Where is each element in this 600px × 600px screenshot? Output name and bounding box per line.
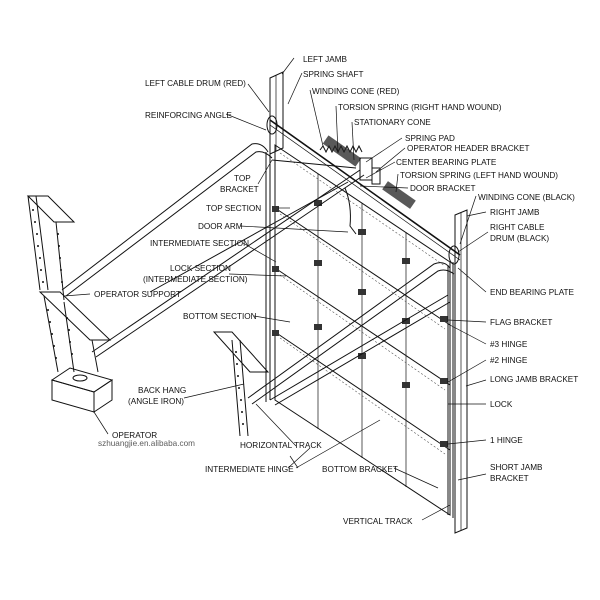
label-lock-section-line2: (INTERMEDIATE SECTION) <box>143 275 248 284</box>
door-panel <box>274 144 451 516</box>
label-center-bearing-plate: CENTER BEARING PLATE <box>396 158 497 167</box>
horizontal-track-right <box>247 262 455 405</box>
door-assembly-drawing <box>26 71 468 534</box>
vertical-track-left <box>265 150 271 402</box>
torsion-spring-right-hand <box>319 135 363 167</box>
label-intermediate-hinge: INTERMEDIATE HINGE <box>205 465 294 474</box>
watermark: szhuangjie.en.alibaba.com <box>98 439 195 448</box>
leader-lines <box>63 57 489 521</box>
label-operator: OPERATOR <box>112 431 157 440</box>
label-reinforcing-angle: REINFORCING ANGLE <box>145 111 232 120</box>
label-right-jamb: RIGHT JAMB <box>490 208 540 217</box>
label-operator-support: OPERATOR SUPPORT <box>94 290 181 299</box>
operator-unit <box>50 367 114 413</box>
label-top-bracket-line1: TOP <box>234 174 251 183</box>
operator-support <box>38 291 112 373</box>
right-jamb <box>454 209 468 534</box>
horizontal-track-left <box>61 143 273 297</box>
right-cable-drum <box>448 245 460 265</box>
label-left-jamb: LEFT JAMB <box>303 55 348 64</box>
label-hinge-2: #2 HINGE <box>490 356 528 365</box>
label-lock: LOCK <box>490 400 513 409</box>
bottom-strut <box>269 294 451 406</box>
label-right-cable-drum-line2: DRUM (BLACK) <box>490 234 549 243</box>
label-hinge-1: 1 HINGE <box>490 436 523 445</box>
label-flag-bracket: FLAG BRACKET <box>490 318 552 327</box>
label-back-hang-line1: BACK HANG <box>138 386 186 395</box>
label-spring-pad: SPRING PAD <box>405 134 455 143</box>
label-vertical-track: VERTICAL TRACK <box>343 517 413 526</box>
label-end-bearing-plate: END BEARING PLATE <box>490 288 575 297</box>
label-top-section: TOP SECTION <box>206 204 261 213</box>
label-torsion-spring-right: TORSION SPRING (RIGHT HAND WOUND) <box>338 103 502 112</box>
label-top-bracket-line2: BRACKET <box>220 185 259 194</box>
label-spring-shaft: SPRING SHAFT <box>303 70 364 79</box>
label-short-jamb-bracket-line1: SHORT JAMB <box>490 463 543 472</box>
label-door-arm: DOOR ARM <box>198 222 243 231</box>
torsion-spring-left-hand <box>382 181 416 209</box>
label-winding-cone-black: WINDING CONE (BLACK) <box>478 193 575 202</box>
label-horizontal-track: HORIZONTAL TRACK <box>240 441 322 450</box>
label-left-cable-drum: LEFT CABLE DRUM (RED) <box>145 79 246 88</box>
callout-labels: LEFT JAMB SPRING SHAFT LEFT CABLE DRUM (… <box>94 55 578 526</box>
label-stationary-cone: STATIONARY CONE <box>354 118 431 127</box>
label-long-jamb-bracket: LONG JAMB BRACKET <box>490 375 578 384</box>
hinges <box>272 200 448 447</box>
label-hinge-3: #3 HINGE <box>490 340 528 349</box>
label-bottom-bracket: BOTTOM BRACKET <box>322 465 398 474</box>
label-right-cable-drum-line1: RIGHT CABLE <box>490 223 545 232</box>
back-hang-left <box>26 195 76 301</box>
back-hang-right <box>212 331 270 437</box>
door-arm <box>344 187 357 235</box>
label-operator-header-bracket: OPERATOR HEADER BRACKET <box>407 144 530 153</box>
left-cable-drum <box>266 115 278 135</box>
label-bottom-section: BOTTOM SECTION <box>183 312 257 321</box>
label-intermediate-section: INTERMEDIATE SECTION <box>150 239 249 248</box>
spring-shaft <box>269 119 461 261</box>
label-torsion-spring-left: TORSION SPRING (LEFT HAND WOUND) <box>400 171 558 180</box>
label-lock-section-line1: LOCK SECTION <box>170 264 231 273</box>
label-door-bracket: DOOR BRACKET <box>410 184 476 193</box>
left-jamb <box>269 71 284 155</box>
center-bearing-plate <box>359 157 381 185</box>
vertical-track <box>447 262 454 518</box>
label-winding-cone-red: WINDING CONE (RED) <box>312 87 400 96</box>
reinforcing-strut <box>149 159 357 293</box>
label-short-jamb-bracket-line2: BRACKET <box>490 474 529 483</box>
label-back-hang-line2: (ANGLE IRON) <box>128 397 184 406</box>
